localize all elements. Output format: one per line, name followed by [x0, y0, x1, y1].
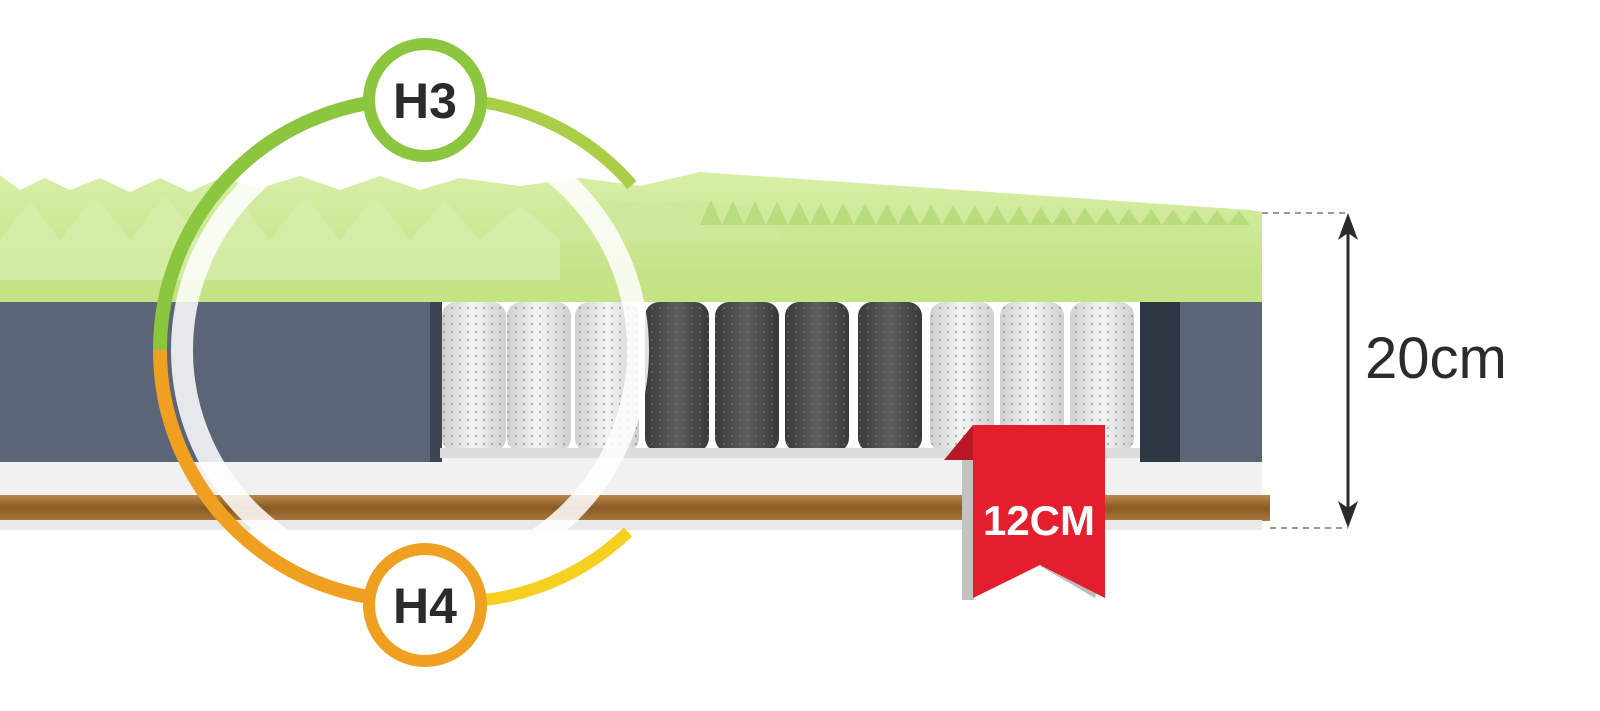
firmness-top-label: H3: [393, 73, 457, 129]
spring-base: [440, 448, 1140, 458]
height-ribbon: 12CM: [944, 425, 1105, 600]
firmness-bottom-label: H4: [393, 578, 457, 634]
badge-h4: H4: [363, 543, 487, 667]
spring-height-label: 12CM: [983, 497, 1095, 544]
spring-texture: [858, 302, 922, 452]
spring-texture: [1000, 302, 1064, 452]
total-height-label: 20cm: [1365, 326, 1507, 391]
badge-h3: H3: [363, 38, 487, 162]
spring-texture: [507, 302, 571, 452]
grey-foam-layer: [0, 300, 1262, 462]
spring-texture: [645, 302, 709, 452]
spring-texture: [442, 302, 506, 452]
height-dimension: 20cm: [1262, 212, 1507, 529]
spring-texture: [715, 302, 779, 452]
pocket-springs: [440, 302, 1140, 458]
bottom-white-layer: [0, 520, 1262, 530]
spring-texture: [1070, 302, 1134, 452]
spring-texture: [930, 302, 994, 452]
spring-texture: [785, 302, 849, 452]
